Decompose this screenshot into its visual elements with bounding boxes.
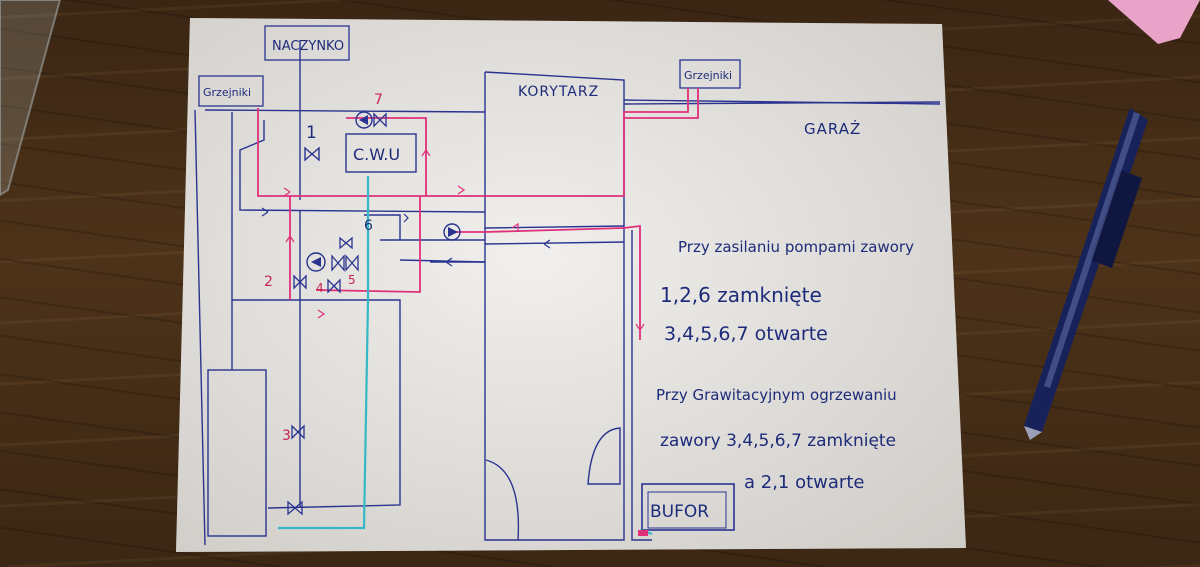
pink-note-corner [1108, 0, 1200, 44]
blue-pipe-network [204, 40, 941, 541]
pump-p7 [355, 111, 373, 129]
valve-7-icon [373, 112, 387, 128]
cwu-label: C.W.U [353, 145, 400, 164]
garaz-label: GARAŻ [804, 119, 861, 138]
valve-number-6: 6 [364, 218, 373, 234]
valve-number-7: 7 [374, 92, 383, 108]
note-pump-line1: Przy zasilaniu pompami zawory [678, 238, 914, 256]
note-pump-line3: 3,4,5,6,7 otwarte [664, 323, 828, 345]
pump-cwu-loop [306, 252, 326, 272]
valve-2-icon [293, 274, 307, 290]
valve-4-icon [327, 278, 341, 294]
door-arc-korytarz [485, 459, 520, 541]
valve-number-3: 3 [282, 428, 291, 444]
bufor-tank [641, 483, 735, 531]
boiler [207, 369, 267, 537]
pink-supply-pipes [257, 88, 699, 340]
note-pump-line2: 1,2,6 zamknięte [660, 283, 822, 307]
valve-number-1: 1 [306, 123, 317, 143]
valve-6-icon [339, 236, 353, 250]
naczynko-label: NACZYNKO [272, 39, 344, 54]
note-grav-line2: zawory 3,4,5,6,7 zamknięte [660, 431, 896, 451]
grzejniki-right-label: Grzejniki [684, 69, 732, 82]
valve-3-icon [291, 424, 305, 440]
valve-1-icon [304, 146, 320, 162]
cwu-tank [345, 133, 417, 173]
naczynko-box [264, 25, 350, 61]
note-grav-line1: Przy Grawitacyjnym ogrzewaniu [656, 386, 897, 404]
cyan-return-pipe [278, 176, 370, 530]
pen [1024, 108, 1148, 440]
note-grav-line3: a 2,1 otwarte [744, 472, 864, 493]
valve-bottom-icon [287, 500, 303, 516]
korytarz-label: KORYTARZ [518, 84, 599, 100]
door-arc-garaz [587, 427, 621, 485]
glass-edge [0, 0, 62, 197]
valve-cluster-icon [331, 254, 359, 272]
bufor-label: BUFOR [650, 502, 709, 522]
valve-number-2: 2 [264, 274, 273, 290]
pump-main [443, 223, 461, 241]
flow-arrows [261, 149, 645, 331]
grzejniki-left-label: Grzejniki [203, 86, 251, 99]
grzejniki-right-box [679, 59, 741, 89]
bufor-pink-mark [638, 530, 648, 536]
grzejniki-left-box [198, 75, 264, 107]
valve-number-4: 4 [316, 281, 324, 295]
room-outlines [194, 71, 941, 546]
valve-number-5: 5 [348, 273, 356, 287]
